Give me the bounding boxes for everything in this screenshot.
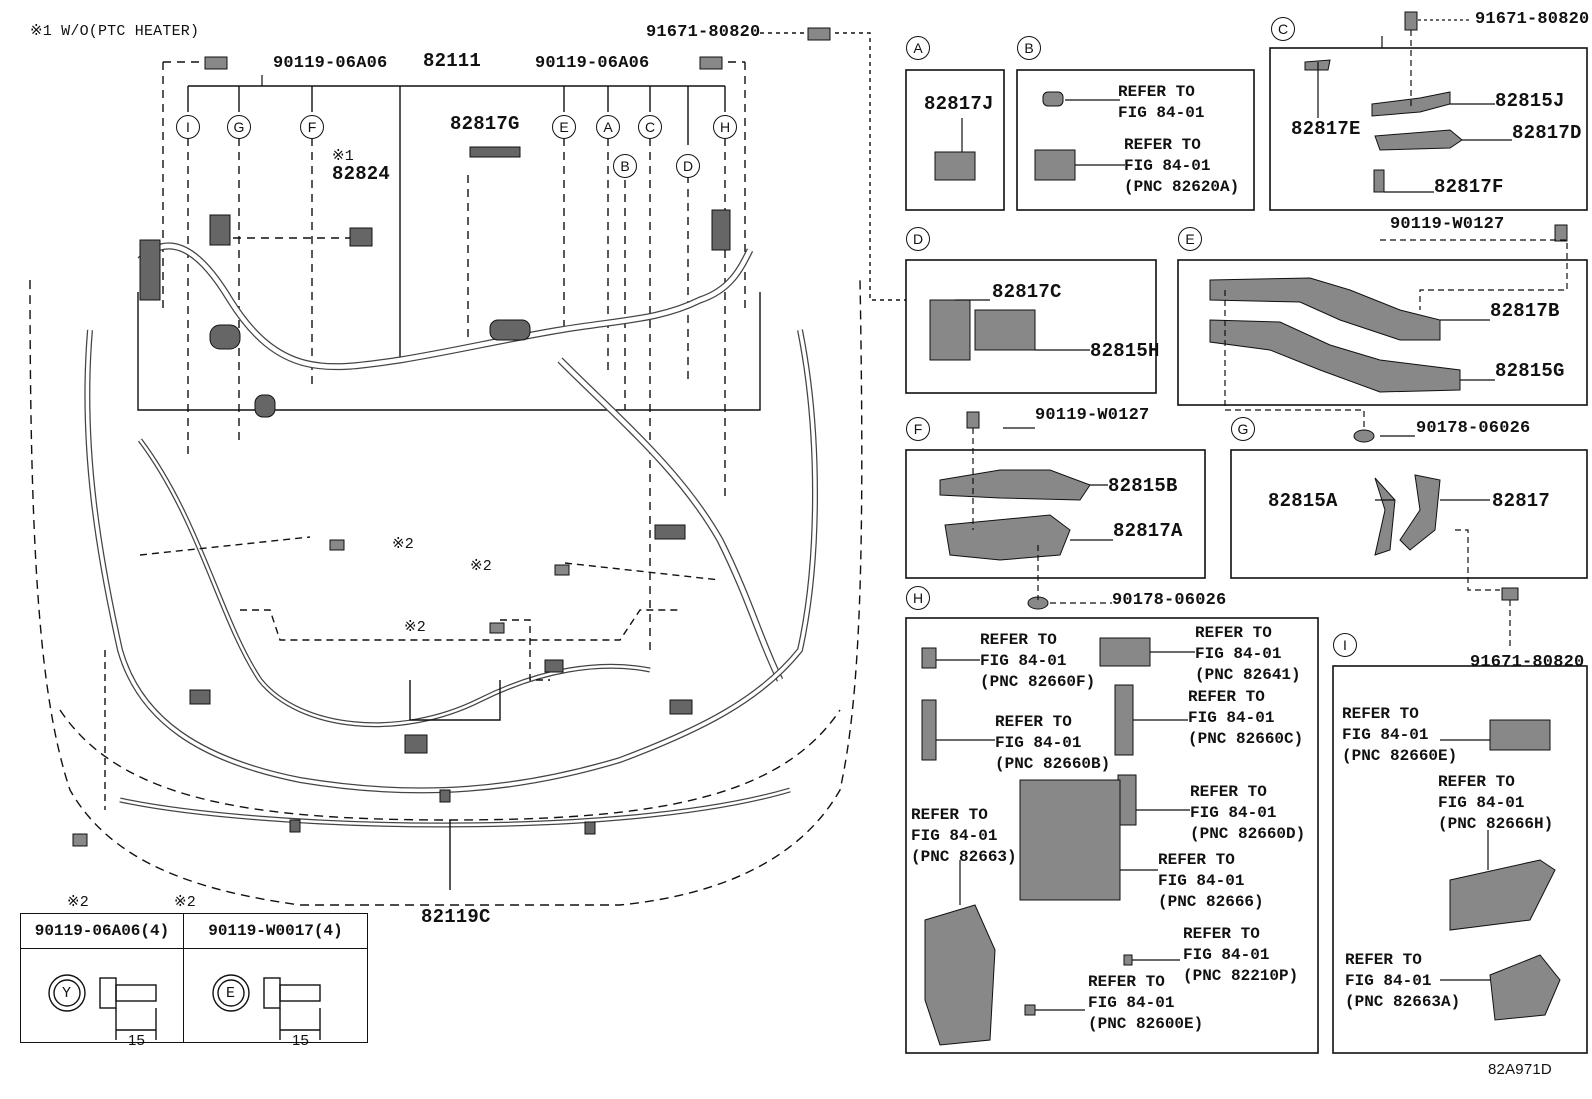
- part-82817j: 82817J: [924, 93, 994, 115]
- detail-d-box: [905, 259, 1157, 394]
- detail-b-label: B: [1017, 36, 1041, 60]
- detail-h-label: H: [906, 586, 930, 610]
- fastener-col1-letter: Y: [62, 985, 72, 1002]
- detail-h-ref-82660c: REFER TO FIG 84-01 (PNC 82660C): [1188, 688, 1304, 748]
- diagram-code: 82A971D: [1488, 1061, 1552, 1078]
- fastener-col1-length: 15: [128, 1032, 146, 1049]
- detail-c-screw: 91671-80820: [1475, 10, 1590, 29]
- part-82817j: [934, 151, 976, 181]
- part-82119c: 82119C: [421, 906, 491, 928]
- part-82817b: 82817B: [1490, 300, 1560, 322]
- detail-h-ref-82660d: REFER TO FIG 84-01 (PNC 82660D): [1190, 783, 1306, 843]
- detail-c-label: C: [1271, 17, 1295, 41]
- detail-h-box: [905, 617, 1319, 1054]
- detail-f-label: F: [906, 417, 930, 441]
- part-82815j: 82815J: [1495, 90, 1565, 112]
- detail-e-bolt: 90119-W0127: [1390, 215, 1505, 234]
- part-82815h: 82815H: [1090, 340, 1160, 362]
- detail-f-box: [905, 449, 1206, 579]
- part-82824: 82824: [332, 163, 391, 185]
- detail-e-clip: 90178-06026: [1416, 419, 1531, 438]
- note-mark-2d: ※2: [67, 894, 89, 911]
- bolt-right-label: 90119-06A06: [535, 54, 650, 73]
- detail-h-ref-82660f: REFER TO FIG 84-01 (PNC 82660F): [980, 631, 1096, 691]
- screw-top-label: 91671-80820: [646, 23, 761, 42]
- part-82817f: 82817F: [1434, 176, 1504, 198]
- detail-e-box: [1177, 259, 1588, 406]
- detail-i-box: [1332, 665, 1588, 1054]
- bolt-left-label: 90119-06A06: [273, 54, 388, 73]
- detail-b-ref-1: REFER TO FIG 84-01: [1118, 83, 1205, 122]
- callout-g[interactable]: G: [227, 115, 251, 139]
- fastener-table: 90119-06A06(4) 90119-W0017(4): [20, 913, 368, 1043]
- part-82817d: 82817D: [1512, 122, 1582, 144]
- detail-f-clip: 90178-06026: [1112, 591, 1227, 610]
- detail-i-label: I: [1333, 633, 1357, 657]
- callout-b[interactable]: B: [613, 154, 637, 178]
- part-82815a: 82815A: [1268, 490, 1338, 512]
- detail-i-ref-82666h: REFER TO FIG 84-01 (PNC 82666H): [1438, 773, 1554, 833]
- part-82817a: 82817A: [1113, 520, 1183, 542]
- callout-c[interactable]: C: [638, 115, 662, 139]
- detail-h-ref-82210p: REFER TO FIG 84-01 (PNC 82210P): [1183, 925, 1299, 985]
- detail-c-box: [1269, 47, 1588, 211]
- detail-h-ref-82666: REFER TO FIG 84-01 (PNC 82666): [1158, 851, 1264, 911]
- callout-a[interactable]: A: [596, 115, 620, 139]
- harness-leader-top: [187, 85, 726, 360]
- note-mark-1: ※1: [332, 148, 354, 165]
- callout-i[interactable]: I: [176, 115, 200, 139]
- callout-d[interactable]: D: [676, 154, 700, 178]
- detail-h-ref-82663: REFER TO FIG 84-01 (PNC 82663): [911, 806, 1017, 866]
- note-mark-2e: ※2: [174, 894, 196, 911]
- note-mark-2b: ※2: [470, 558, 492, 575]
- note-mark-2a: ※2: [392, 536, 414, 553]
- detail-b-box: [1016, 69, 1255, 211]
- note-ptc-heater: ※1 W/O(PTC HEATER): [30, 23, 200, 40]
- callout-f[interactable]: F: [300, 115, 324, 139]
- fastener-col2-letter: E: [226, 985, 236, 1002]
- vehicle-outline: [29, 279, 863, 906]
- part-82815g: 82815G: [1495, 360, 1565, 382]
- note-mark-2c: ※2: [404, 619, 426, 636]
- detail-g-box: [1230, 449, 1588, 579]
- part-82817e: 82817E: [1291, 118, 1361, 140]
- detail-b-ref-2: REFER TO FIG 84-01 (PNC 82620A): [1124, 136, 1240, 196]
- fastener-col2-title: 90119-W0017(4): [208, 922, 343, 940]
- part-82817g: 82817G: [450, 113, 520, 135]
- detail-g-label: G: [1231, 417, 1255, 441]
- part-82815b: 82815B: [1108, 475, 1178, 497]
- detail-h-ref-82641: REFER TO FIG 84-01 (PNC 82641): [1195, 624, 1301, 684]
- detail-f-bolt: 90119-W0127: [1035, 406, 1150, 425]
- detail-e-label: E: [1178, 227, 1202, 251]
- detail-g-screw: 91671-80820: [1470, 653, 1585, 672]
- part-82817c: 82817C: [992, 281, 1062, 303]
- detail-i-ref-82660e: REFER TO FIG 84-01 (PNC 82660E): [1342, 705, 1458, 765]
- detail-i-ref-82663a: REFER TO FIG 84-01 (PNC 82663A): [1345, 951, 1461, 1011]
- fastener-col1-title: 90119-06A06(4): [34, 922, 170, 940]
- part-82111: 82111: [423, 50, 482, 72]
- detail-a-label: A: [906, 36, 930, 60]
- callout-e[interactable]: E: [552, 115, 576, 139]
- fastener-col2-length: 15: [292, 1032, 310, 1049]
- detail-h-ref-82660b: REFER TO FIG 84-01 (PNC 82660B): [995, 713, 1111, 773]
- detail-d-label: D: [906, 227, 930, 251]
- detail-h-ref-82600e: REFER TO FIG 84-01 (PNC 82600E): [1088, 973, 1204, 1033]
- callout-h[interactable]: H: [713, 115, 737, 139]
- detail-a-box: [905, 69, 1005, 211]
- part-82817: 82817: [1492, 490, 1551, 512]
